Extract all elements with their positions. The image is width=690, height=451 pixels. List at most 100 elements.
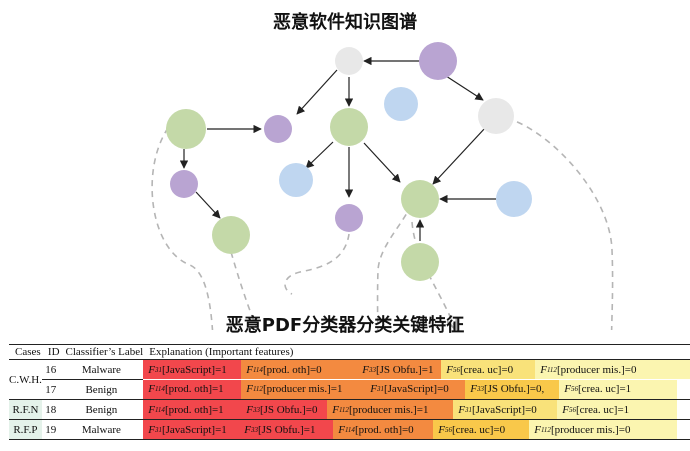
node-green-lower — [212, 216, 250, 254]
dashed-link-a — [151, 127, 214, 330]
id-cell: 16 — [41, 359, 60, 380]
feature-index: 31 — [154, 365, 162, 374]
feature-text: [producer mis.]=1 — [348, 403, 429, 416]
feature-index: 33 — [250, 425, 258, 434]
header-id: ID — [41, 344, 60, 360]
node-blue-2 — [279, 163, 313, 197]
feature-text: [crea. uc]=1 — [577, 383, 632, 396]
node-purple-top — [419, 42, 457, 80]
feature-text: [producer mis.]=1 — [262, 383, 343, 396]
label-cell: Benign — [59, 379, 144, 400]
feature-text: [JS Obfu.]=1 — [375, 363, 434, 376]
header-label: Classifier’s Label — [59, 344, 144, 360]
feature-index: 33 — [368, 365, 376, 374]
id-cell: 17 — [41, 379, 60, 400]
feature-text: [crea. uc]=0 — [459, 363, 514, 376]
feature-index: 112 — [540, 425, 551, 434]
feature-index: 56 — [568, 405, 576, 414]
label-cell: Malware — [59, 419, 144, 440]
feature-text: [JS Obfu.]=0, — [483, 383, 545, 396]
case-cell: C.W.H. — [9, 359, 42, 400]
feature-index: 114 — [154, 405, 165, 414]
node-gray-top — [335, 47, 363, 75]
id-cell: 18 — [41, 399, 60, 420]
feature-text: [JavaScript]=0 — [383, 383, 449, 396]
feature-index: 112 — [338, 405, 349, 414]
feature-text: [prod. oth]=1 — [164, 383, 224, 396]
feature-index: 112 — [546, 365, 557, 374]
case-cell: R.F.P — [9, 419, 42, 440]
dashed-link-e — [495, 115, 614, 330]
feature-index: 31 — [464, 405, 472, 414]
feature-index: 33 — [476, 385, 484, 394]
node-blue-1 — [384, 87, 418, 121]
feature-text: [JavaScript]=1 — [161, 423, 227, 436]
feature-text: [producer mis.]=0 — [556, 363, 637, 376]
node-purple-small — [170, 170, 198, 198]
pdf-features-title: 恶意PDF分类器分类关键特征 — [225, 315, 465, 336]
dashed-link-c — [284, 233, 350, 295]
knowledge-graph-title: 恶意软件知识图谱 — [273, 12, 417, 33]
label-cell: Benign — [59, 399, 144, 420]
node-green-bottom — [401, 243, 439, 281]
feature-text: [crea. uc]=0 — [451, 423, 506, 436]
feature-text: [producer mis.]=0 — [550, 423, 631, 436]
feature-text: [crea. uc]=1 — [575, 403, 630, 416]
feature-index: 33 — [252, 405, 260, 414]
feature-index: 114 — [344, 425, 355, 434]
feature-text: [JavaScript]=0 — [471, 403, 537, 416]
feature-text: [prod. oth]=1 — [164, 403, 224, 416]
feature-index: 56 — [444, 425, 452, 434]
feature-index: 31 — [376, 385, 384, 394]
node-purple-mid — [264, 115, 292, 143]
node-green-right — [401, 180, 439, 218]
feature-text: [JavaScript]=1 — [161, 363, 227, 376]
feature-index: 56 — [570, 385, 578, 394]
node-gray-right — [478, 98, 514, 134]
case-cell: R.F.N — [9, 399, 42, 420]
header-explanation: Explanation (Important features) — [143, 344, 690, 360]
label-cell: Malware — [59, 359, 144, 380]
node-purple-lower — [335, 204, 363, 232]
node-blue-3 — [496, 181, 532, 217]
feature-index: 31 — [154, 425, 162, 434]
knowledge-graph-diagram — [151, 42, 614, 330]
feature-index: 56 — [452, 365, 460, 374]
feature-table: Cases ID Classifier’s Label Explanation … — [9, 344, 690, 440]
feature-index: 114 — [154, 385, 165, 394]
feature-index: 114 — [252, 365, 263, 374]
graph-edges — [179, 56, 496, 241]
feature-text: [prod. oth]=0 — [262, 363, 322, 376]
feature-text: [JS Obfu.]=1 — [257, 423, 316, 436]
node-green-center — [330, 108, 368, 146]
header-cases: Cases — [9, 344, 42, 360]
